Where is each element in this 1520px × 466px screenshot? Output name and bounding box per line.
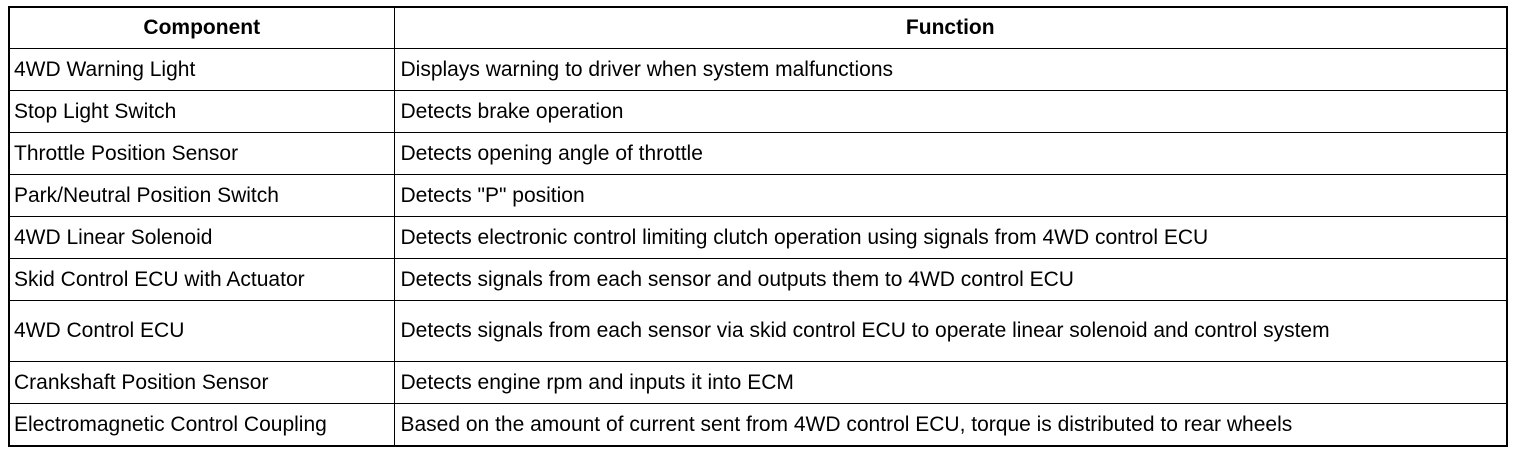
function-cell: Detects signals from each sensor via ski… [393, 300, 1508, 362]
function-cell: Detects electronic control limiting clut… [393, 216, 1508, 259]
function-cell: Detects engine rpm and inputs it into EC… [393, 361, 1508, 404]
component-cell: Throttle Position Sensor [8, 132, 395, 175]
table-row: Crankshaft Position Sensor Detects engin… [8, 361, 1508, 404]
document-page: Component Function 4WD Warning Light Dis… [8, 6, 1508, 447]
component-cell: 4WD Warning Light [8, 48, 395, 91]
table-row: Stop Light Switch Detects brake operatio… [8, 90, 1508, 133]
function-cell: Detects signals from each sensor and out… [393, 258, 1508, 301]
column-header-component: Component [8, 6, 395, 49]
table-row: 4WD Linear Solenoid Detects electronic c… [8, 216, 1508, 259]
component-cell: Skid Control ECU with Actuator [8, 258, 395, 301]
component-cell: Park/Neutral Position Switch [8, 174, 395, 217]
table-row: 4WD Control ECU Detects signals from eac… [8, 300, 1508, 362]
table-row: 4WD Warning Light Displays warning to dr… [8, 48, 1508, 91]
component-cell: Crankshaft Position Sensor [8, 361, 395, 404]
component-cell: 4WD Linear Solenoid [8, 216, 395, 259]
column-header-function: Function [393, 6, 1508, 49]
function-cell: Displays warning to driver when system m… [393, 48, 1508, 91]
table-row: Park/Neutral Position Switch Detects "P"… [8, 174, 1508, 217]
function-cell: Detects "P" position [393, 174, 1508, 217]
function-cell: Based on the amount of current sent from… [393, 403, 1508, 447]
table-header-row: Component Function [8, 6, 1508, 49]
function-cell: Detects opening angle of throttle [393, 132, 1508, 175]
component-cell: 4WD Control ECU [8, 300, 395, 362]
table-row: Skid Control ECU with Actuator Detects s… [8, 258, 1508, 301]
function-cell: Detects brake operation [393, 90, 1508, 133]
component-cell: Electromagnetic Control Coupling [8, 403, 395, 447]
table-row: Throttle Position Sensor Detects opening… [8, 132, 1508, 175]
component-cell: Stop Light Switch [8, 90, 395, 133]
table-row: Electromagnetic Control Coupling Based o… [8, 403, 1508, 447]
component-function-table: Component Function 4WD Warning Light Dis… [8, 6, 1508, 447]
